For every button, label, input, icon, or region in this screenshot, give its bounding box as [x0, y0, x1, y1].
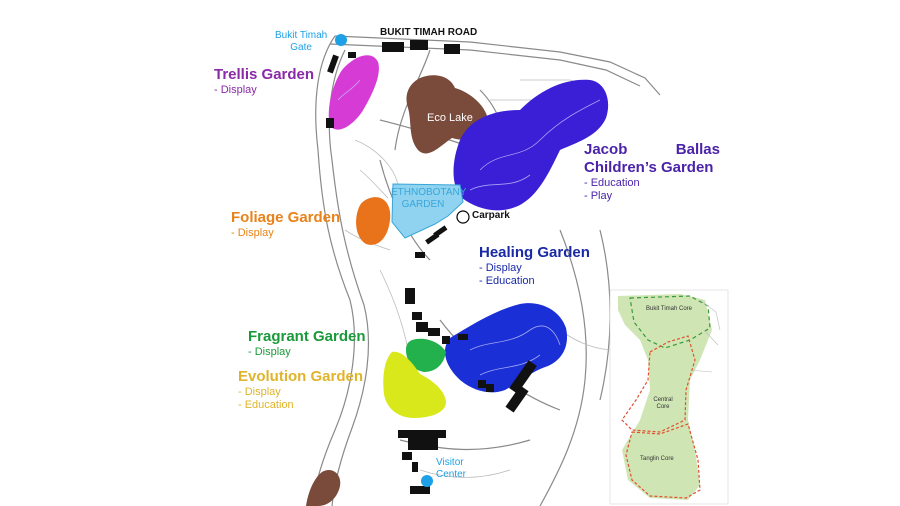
inset-tanglin-core: [625, 423, 701, 499]
inset-bukit-timah-core: [629, 295, 711, 349]
jacob-ballas-label[interactable]: Jacob Ballas Children’s Garden - Educati…: [584, 141, 720, 203]
eco-lake-label[interactable]: Eco Lake: [427, 112, 473, 124]
evolution-garden-label[interactable]: Evolution Garden - Display - Education: [238, 368, 363, 412]
gate-label-line1: Bukit Timah: [275, 30, 328, 41]
visitor-center-marker[interactable]: [421, 475, 433, 487]
trellis-garden-area[interactable]: [328, 55, 379, 130]
inset-park-shape: [618, 294, 712, 500]
jacob-ballas-line1: Jacob Ballas: [584, 141, 720, 159]
trellis-garden-use: - Display: [214, 84, 257, 96]
jacob-ballas-area[interactable]: [453, 79, 609, 211]
foliage-garden-name: Foliage Garden: [231, 209, 341, 226]
brown-area-south: [306, 469, 341, 506]
jacob-word: Jacob: [584, 141, 628, 158]
fragrant-garden-use: - Display: [248, 346, 291, 358]
ethno-line2: GARDEN: [401, 199, 445, 210]
visitor-center-label[interactable]: Visitor Center: [436, 457, 466, 481]
ethnobotany-label[interactable]: ETHNOBOTANY GARDEN: [391, 187, 467, 211]
healing-garden-label[interactable]: Healing Garden - Display - Education: [479, 244, 590, 288]
carpark-marker[interactable]: [456, 210, 470, 224]
road-label: BUKIT TIMAH ROAD: [380, 27, 478, 38]
evolution-garden-use-2: - Education: [238, 399, 294, 411]
healing-garden-use-2: - Education: [479, 275, 535, 287]
fragrant-garden-area[interactable]: [406, 338, 446, 372]
inset-roads: [689, 299, 721, 373]
trellis-garden-name: Trellis Garden: [214, 66, 315, 83]
jacob-ballas-use-1: - Education: [584, 177, 640, 189]
buildings: [326, 40, 537, 494]
jacob-ballas-line2: Children’s Garden: [584, 159, 714, 176]
inset-tanglin-core-label: Tanglin Core: [640, 456, 674, 462]
inset-central-core-label: Central Core: [653, 397, 673, 410]
paths: [344, 79, 616, 478]
healing-garden-name: Healing Garden: [479, 244, 590, 261]
healing-garden-area[interactable]: [444, 303, 568, 393]
foliage-garden-use: - Display: [231, 227, 274, 239]
trellis-garden-label[interactable]: Trellis Garden - Display: [214, 66, 314, 97]
jacob-ballas-use-2: - Play: [584, 190, 613, 202]
bukit-timah-gate-label[interactable]: Bukit Timah Gate: [275, 30, 327, 54]
fragrant-garden-label[interactable]: Fragrant Garden - Display: [248, 328, 366, 359]
inset-bukit-timah-core-label: Bukit Timah Core: [646, 306, 693, 312]
fragrant-garden-name: Fragrant Garden: [248, 328, 366, 345]
ethnobotany-area[interactable]: [391, 183, 464, 239]
carpark-label[interactable]: Carpark: [472, 210, 510, 221]
inset-central-core: [621, 335, 696, 433]
foliage-garden-area[interactable]: [356, 197, 391, 245]
ballas-word: Ballas: [675, 141, 720, 158]
inset-map: [609, 289, 729, 505]
evolution-garden-use-1: - Display: [238, 386, 281, 398]
ethno-line1: ETHNOBOTANY: [391, 187, 467, 198]
visitor-line2: Center: [436, 469, 467, 480]
gate-label-line2: Gate: [290, 42, 312, 53]
evolution-garden-name: Evolution Garden: [238, 368, 364, 385]
bukit-timah-gate-marker[interactable]: [335, 34, 347, 46]
foliage-garden-label[interactable]: Foliage Garden - Display: [231, 209, 340, 240]
evolution-garden-area[interactable]: [383, 351, 446, 418]
garden-inner-paths: [337, 79, 601, 376]
visitor-line1: Visitor: [436, 457, 464, 468]
healing-garden-use-1: - Display: [479, 262, 522, 274]
